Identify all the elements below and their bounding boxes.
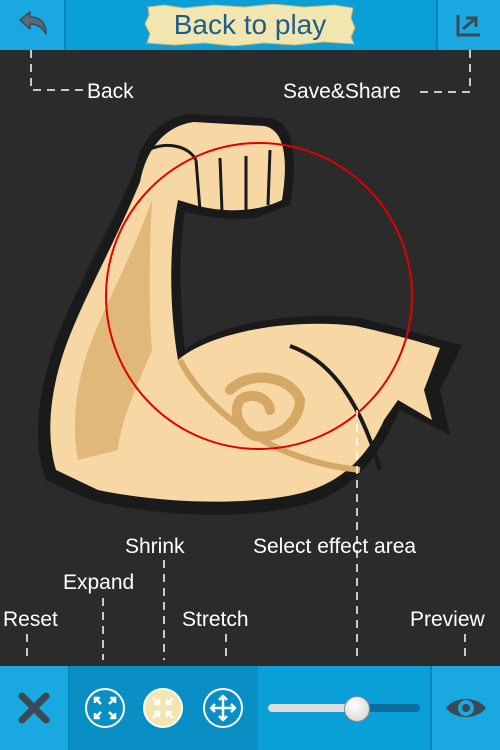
hint-save-share: Save&Share	[283, 80, 401, 103]
expand-arrows-icon	[85, 688, 125, 728]
hint-stretch: Stretch	[182, 608, 249, 631]
preview-button[interactable]	[430, 666, 500, 750]
slider-track[interactable]	[268, 704, 420, 712]
move-arrows-icon	[203, 688, 243, 728]
close-x-icon	[18, 692, 50, 724]
undo-arrow-icon	[19, 11, 47, 35]
back-to-play-button[interactable]: Back to play	[144, 4, 356, 46]
shrink-arrows-icon	[143, 688, 183, 728]
hint-select-effect-area: Select effect area	[253, 535, 417, 558]
hint-back: Back	[87, 80, 134, 103]
stretch-button[interactable]	[202, 687, 244, 729]
effect-strength-slider[interactable]	[258, 666, 430, 750]
save-share-button[interactable]	[436, 0, 500, 50]
top-bar: Back to play	[0, 0, 500, 50]
shrink-button[interactable]	[142, 687, 184, 729]
hint-reset: Reset	[3, 608, 58, 631]
hint-shrink: Shrink	[125, 535, 185, 558]
title-label: Back to play	[173, 9, 327, 40]
effect-area-selection-ring[interactable]	[105, 142, 413, 450]
save-share-icon	[456, 15, 480, 37]
transform-tools	[70, 666, 258, 750]
expand-button[interactable]	[84, 687, 126, 729]
eye-icon	[446, 699, 486, 717]
slider-knob[interactable]	[344, 696, 371, 722]
hint-expand: Expand	[63, 571, 135, 594]
hint-preview: Preview	[410, 608, 485, 631]
bottom-toolbar	[0, 666, 500, 750]
reset-button[interactable]	[0, 666, 70, 750]
back-button[interactable]	[0, 0, 66, 50]
flexed-arm-image[interactable]	[0, 50, 500, 666]
